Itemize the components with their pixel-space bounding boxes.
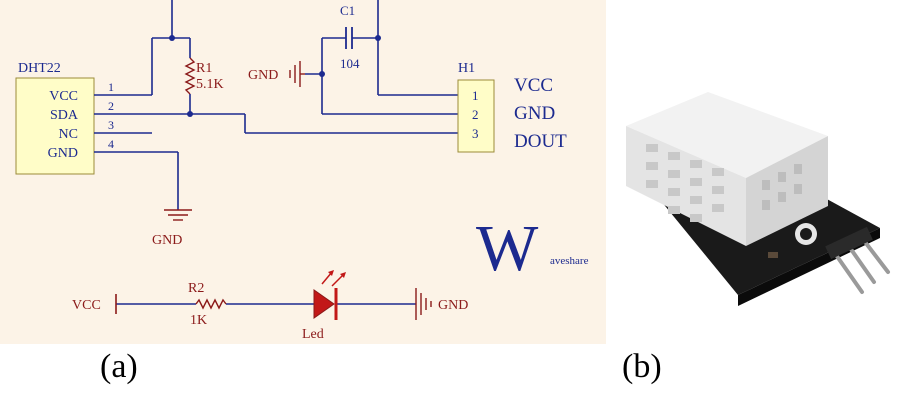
r2-value: 1K (190, 313, 207, 328)
dht22-ref: DHT22 (18, 61, 61, 76)
mounting-hole-center (800, 228, 812, 240)
h1-ref: H1 (458, 61, 475, 76)
waveshare-logo-letter: W (476, 212, 539, 285)
dht22-pin1-num: 1 (108, 80, 114, 94)
dht22-pin4-name: GND (48, 146, 78, 161)
dht22-pin3-name: NC (59, 127, 78, 142)
h1-pin1-num: 1 (472, 88, 479, 103)
r1-value: 5.1K (196, 77, 224, 92)
h1-pin3-num: 3 (472, 126, 479, 141)
ground-icon (415, 288, 432, 320)
junction-dot (187, 111, 193, 117)
h1-body (457, 79, 495, 153)
waveshare-logo-text: aveshare (550, 255, 589, 267)
wires (94, 0, 458, 305)
dht22-pin2-num: 2 (108, 99, 114, 113)
led-vcc-label: VCC (72, 298, 101, 313)
schematic-background (0, 0, 606, 344)
junction-dot (169, 35, 175, 41)
dht22-pin3-num: 3 (108, 118, 114, 132)
gnd-c1-label: GND (248, 68, 278, 83)
led-label: Led (302, 327, 324, 342)
header-pins (832, 236, 890, 294)
dht22-pin4-num: 4 (108, 137, 114, 151)
c1-value: 104 (340, 56, 360, 71)
smd-component (768, 252, 778, 258)
junction-dot (375, 35, 381, 41)
sensor-vents (646, 144, 724, 222)
sensor-front (626, 126, 746, 246)
h1-pin3-name: DOUT (514, 131, 567, 152)
h1-pin2-name: GND (514, 103, 555, 124)
dht22-body (15, 77, 95, 175)
gnd-bottom-label: GND (152, 233, 182, 248)
sensor-top (626, 92, 828, 178)
sensor-right (746, 136, 828, 246)
c1-capacitor-symbol (345, 27, 353, 49)
c1-ref: C1 (340, 3, 355, 18)
led-icon (313, 270, 346, 320)
ground-icon (164, 209, 192, 221)
pin-header-base (825, 226, 873, 260)
dht22-pin1-name: VCC (49, 89, 78, 104)
dht22-module-photo (626, 92, 890, 306)
junction-dot (319, 71, 325, 77)
panel-label-b: (b) (622, 348, 662, 385)
r1-ref: R1 (196, 61, 212, 76)
r2-resistor-symbol (195, 298, 227, 310)
panel-label-a: (a) (100, 348, 138, 385)
ground-icon (289, 61, 305, 87)
led-gnd-label: GND (438, 298, 468, 313)
sensor-side-vents (762, 164, 802, 210)
r1-resistor-symbol (184, 57, 196, 95)
h1-pin2-num: 2 (472, 107, 479, 122)
r2-ref: R2 (188, 281, 204, 296)
h1-pin1-name: VCC (514, 75, 553, 96)
schematic-diagram: DHT22 VCC SDA NC GND 1 2 3 4 (0, 0, 606, 344)
dht22-pin2-name: SDA (50, 108, 79, 123)
